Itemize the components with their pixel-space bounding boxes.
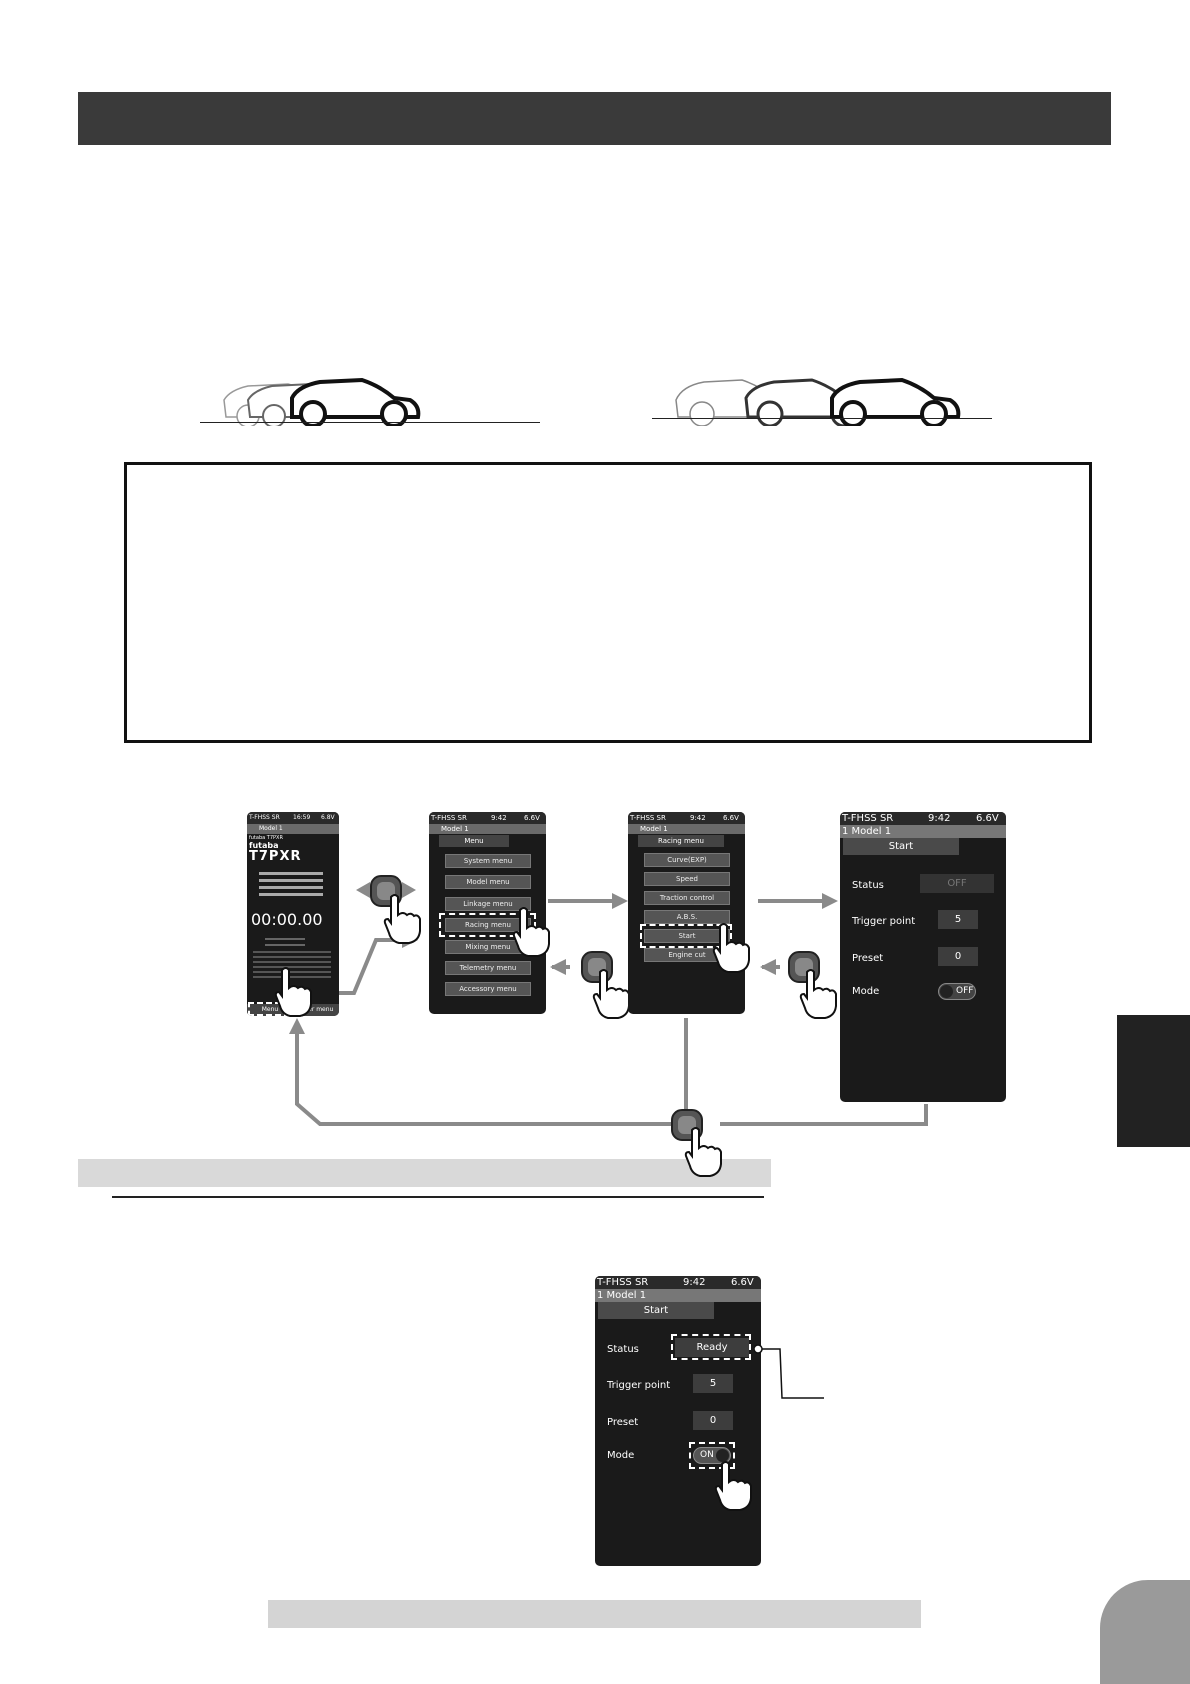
traction-control-button[interactable]: Traction control [644, 891, 730, 905]
battery-voltage: 6.6V [731, 1277, 754, 1288]
status-value: OFF [920, 874, 994, 893]
status-label: Status [607, 1344, 639, 1355]
protocol-label: T-FHSS SR [431, 814, 467, 822]
status-bar: T-FHSS SR 9:42 6.6V [840, 812, 1006, 825]
notice-box [124, 462, 1092, 743]
status-bar: T-FHSS SR 9:42 6.6V [595, 1276, 761, 1289]
clock: 9:42 [683, 1277, 706, 1288]
menu-header: Menu [439, 835, 509, 847]
pointing-hand-icon [381, 893, 425, 945]
clock: 16:59 [293, 814, 311, 821]
status-bar: T-FHSS SR 16:59 6.8V [247, 812, 339, 824]
racing-menu-button[interactable]: Racing menu [445, 918, 531, 932]
subsection-bar [78, 1159, 771, 1187]
highlight-frame [689, 1442, 735, 1469]
start-button[interactable]: Start [644, 929, 730, 943]
pointing-hand-icon [797, 968, 841, 1020]
battery-voltage: 6.6V [524, 814, 540, 822]
clock: 9:42 [491, 814, 507, 822]
protocol-label: T-FHSS SR [597, 1277, 649, 1288]
highlight-frame [640, 924, 732, 948]
chapter-side-tab [1117, 1015, 1190, 1147]
mode-toggle[interactable]: OFF [938, 983, 976, 1000]
trigger-point-label: Trigger point [852, 916, 916, 927]
section-title-bar [78, 92, 1111, 145]
highlight-frame [671, 1334, 751, 1360]
curve-exp-button[interactable]: Curve(EXP) [644, 853, 730, 867]
trigger-point-label: Trigger point [607, 1380, 671, 1391]
pointing-hand-icon [510, 906, 554, 958]
racing-menu-screen: T-FHSS SR 9:42 6.6V Model 1 Racing menu … [628, 812, 745, 1014]
pointing-hand-icon [272, 966, 316, 1018]
car-illustration-short [200, 362, 540, 426]
start-header: Start [843, 838, 959, 855]
preset-label: Preset [852, 953, 884, 964]
callout-line [754, 1344, 824, 1399]
preset-value[interactable]: 0 [938, 947, 978, 966]
menu-screen: T-FHSS SR 9:42 6.6V Model 1 Menu System … [429, 812, 546, 1014]
footer-bar [268, 1600, 921, 1628]
system-menu-button[interactable]: System menu [445, 854, 531, 868]
mode-toggle-label: OFF [956, 986, 974, 996]
model-name: 1 Model 1 [595, 1289, 761, 1302]
speed-button[interactable]: Speed [644, 872, 730, 886]
mode-toggle[interactable]: ON [693, 1447, 731, 1464]
accessory-menu-button[interactable]: Accessory menu [445, 982, 531, 996]
racing-menu-header: Racing menu [638, 835, 724, 847]
brand-logo: futaba [249, 841, 279, 850]
trigger-point-value[interactable]: 5 [693, 1374, 733, 1393]
protocol-label: T-FHSS SR [249, 814, 280, 821]
clock: 9:42 [690, 814, 706, 822]
model-name: Model 1 [429, 824, 546, 834]
mode-label: Mode [852, 986, 880, 997]
pointing-hand-icon [682, 1126, 726, 1178]
preset-label: Preset [607, 1417, 639, 1428]
abs-button[interactable]: A.B.S. [644, 910, 730, 924]
mixing-menu-button[interactable]: Mixing menu [445, 940, 531, 954]
pointing-hand-icon [710, 922, 754, 974]
start-screen-off: T-FHSS SR 9:42 6.6V 1 Model 1 Start Stat… [840, 812, 1006, 1102]
model-name: Model 1 [247, 824, 339, 834]
brand-small: futaba T7PXR [249, 835, 283, 841]
clock: 9:42 [928, 813, 951, 824]
pointing-hand-icon [712, 1460, 756, 1512]
trigger-point-value[interactable]: 5 [938, 910, 978, 929]
subsection-rule [112, 1196, 764, 1198]
status-label: Status [852, 880, 884, 891]
protocol-label: T-FHSS SR [842, 813, 894, 824]
preset-value[interactable]: 0 [693, 1411, 733, 1430]
trim-bars [249, 868, 335, 900]
home-screen: T-FHSS SR 16:59 6.8V Model 1 futaba T7PX… [247, 812, 339, 1016]
mode-label: Mode [607, 1450, 635, 1461]
status-bar: T-FHSS SR 9:42 6.6V [628, 812, 745, 824]
battery-voltage: 6.6V [976, 813, 999, 824]
model-name: Model 1 [628, 824, 745, 834]
toggle-knob [940, 985, 953, 998]
page-number-tab [1100, 1580, 1190, 1684]
brand-model: T7PXR [249, 849, 302, 864]
model-menu-button[interactable]: Model menu [445, 875, 531, 889]
highlight-frame [439, 913, 536, 937]
telemetry-lines [249, 934, 335, 981]
status-bar: T-FHSS SR 9:42 6.6V [429, 812, 546, 824]
mode-toggle-label: ON [700, 1450, 714, 1460]
model-name: 1 Model 1 [840, 825, 1006, 838]
pointing-hand-icon [590, 968, 634, 1020]
ground-line [200, 422, 540, 423]
protocol-label: T-FHSS SR [630, 814, 666, 822]
race-timer: 00:00.00 [251, 910, 323, 929]
start-header: Start [598, 1302, 714, 1319]
battery-voltage: 6.8V [321, 814, 335, 821]
car-illustration-long [652, 362, 992, 426]
telemetry-menu-button[interactable]: Telemetry menu [445, 961, 531, 975]
start-screen-on: T-FHSS SR 9:42 6.6V 1 Model 1 Start Stat… [595, 1276, 761, 1566]
linkage-menu-button[interactable]: Linkage menu [445, 897, 531, 911]
battery-voltage: 6.6V [723, 814, 739, 822]
ground-line [652, 418, 992, 419]
status-value: Ready [675, 1338, 749, 1357]
toggle-knob [716, 1449, 729, 1462]
